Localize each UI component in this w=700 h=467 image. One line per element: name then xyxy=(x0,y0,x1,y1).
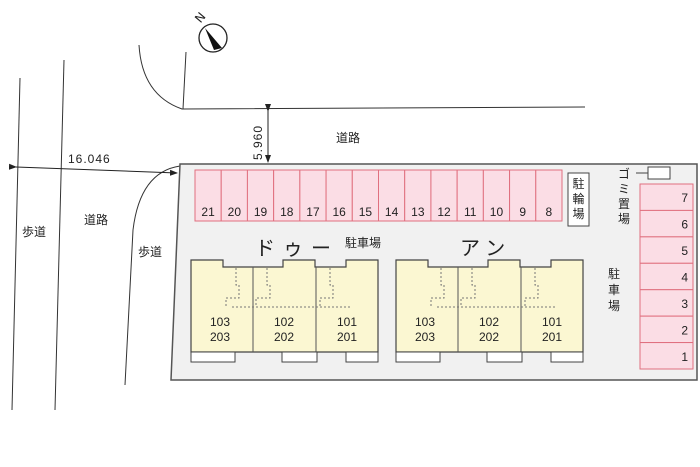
unit-number-ground: 102 xyxy=(479,315,499,329)
parking-space-7 xyxy=(639,183,694,211)
parking-space-14 xyxy=(378,169,406,222)
parking-space-5 xyxy=(639,236,694,264)
parking-space-number: 2 xyxy=(681,323,688,337)
entrance-porch xyxy=(281,351,318,363)
dimension-arrow-left xyxy=(8,163,178,176)
right-sidewalk-label: 歩道 xyxy=(138,244,162,259)
unit-number-ground: 101 xyxy=(337,315,357,329)
parking-space-number: 4 xyxy=(681,271,688,285)
right-parking-label: 駐車場 xyxy=(608,266,620,313)
unit-number-upper: 202 xyxy=(479,330,499,344)
parking-space-13 xyxy=(404,169,432,222)
parking-space-number: 10 xyxy=(490,205,504,219)
parking-space-19 xyxy=(246,169,275,222)
parking-space-number: 14 xyxy=(385,205,399,219)
garbage-label-char: 置 xyxy=(618,197,630,211)
bicycle-parking-label: 駐輪場 xyxy=(572,176,584,221)
parking-space-number: 11 xyxy=(464,205,477,219)
entrance-porch xyxy=(486,351,523,363)
unit-number-ground: 102 xyxy=(274,315,294,329)
bicycle-parking xyxy=(567,172,590,227)
parking-space-10 xyxy=(482,169,511,222)
unit-number-ground: 103 xyxy=(415,315,435,329)
parking-space-number: 17 xyxy=(306,205,320,219)
parking-space-number: 3 xyxy=(681,297,688,311)
parking-space-number: 20 xyxy=(228,205,242,219)
unit-number-upper: 203 xyxy=(415,330,435,344)
parking-space-number: 1 xyxy=(681,350,688,364)
north-compass-icon: N xyxy=(192,10,228,53)
building-name: ドゥー xyxy=(255,236,339,260)
unit-number-ground: 101 xyxy=(542,315,562,329)
bicycle-label-char: 駐 xyxy=(572,176,584,191)
unit-number-upper: 201 xyxy=(542,330,562,344)
left-road-label: 道路 xyxy=(84,212,108,227)
parking-space-number: 9 xyxy=(519,205,526,219)
entrance-porch xyxy=(395,351,441,363)
compass-north-label: N xyxy=(192,10,208,26)
right-parking-area: 7 6 5 4 3 2 1 xyxy=(639,183,694,370)
unit-number-ground: 103 xyxy=(210,315,230,329)
parking-space-number: 13 xyxy=(411,205,425,219)
parking-space-4 xyxy=(639,262,694,291)
parking-space-number: 8 xyxy=(546,205,553,219)
parking-space-number: 19 xyxy=(254,205,268,219)
right-parking-label-char: 車 xyxy=(608,283,620,297)
parking-space-number: 21 xyxy=(201,205,215,219)
parking-space-number: 12 xyxy=(437,205,451,219)
bicycle-label-char: 輪 xyxy=(572,191,584,206)
entrance-porch xyxy=(345,351,379,363)
top-parking-area: 21 20 19 18 17 16 15 14 13 12 11 10 9 8 xyxy=(194,169,563,222)
left-sidewalk-label: 歩道 xyxy=(22,224,46,239)
parking-space-number: 5 xyxy=(681,244,688,258)
dimension-left-road: 16.046 xyxy=(68,152,111,166)
parking-space-11 xyxy=(456,169,484,222)
building-name: アン xyxy=(460,236,511,260)
unit-number-upper: 203 xyxy=(210,330,230,344)
parking-space-number: 18 xyxy=(280,205,294,219)
parking-space-8 xyxy=(535,169,563,222)
parking-label: 駐車場 xyxy=(345,235,381,250)
garbage-label-char: ミ xyxy=(618,182,630,196)
top-road-label: 道路 xyxy=(336,130,360,145)
garbage-label-char: ゴ xyxy=(618,166,630,181)
parking-space-number: 6 xyxy=(681,218,688,232)
parking-space-1 xyxy=(639,342,694,370)
dimension-top-road: 5.960 xyxy=(251,125,265,160)
right-parking-label-char: 駐 xyxy=(608,266,620,281)
unit-number-upper: 202 xyxy=(274,330,294,344)
parking-space-15 xyxy=(351,169,379,222)
parking-space-number: 7 xyxy=(681,191,688,205)
parking-space-12 xyxy=(430,169,458,222)
garbage-box xyxy=(647,166,671,180)
unit-number-upper: 201 xyxy=(337,330,357,344)
parking-space-6 xyxy=(639,209,694,238)
right-parking-label-char: 場 xyxy=(608,299,620,313)
parking-space-16 xyxy=(325,169,353,222)
entrance-porch xyxy=(190,351,236,363)
entrance-porch xyxy=(550,351,584,363)
parking-space-9 xyxy=(509,169,537,222)
parking-space-number: 15 xyxy=(359,205,373,219)
garbage-label-char: 場 xyxy=(618,212,630,226)
buildings: ドゥー103203102202101201アン10320310220210120… xyxy=(190,236,584,363)
parking-space-18 xyxy=(273,169,301,222)
parking-space-20 xyxy=(220,169,248,222)
parking-space-number: 16 xyxy=(332,205,346,219)
parking-space-21 xyxy=(194,169,222,222)
bicycle-label-char: 場 xyxy=(572,207,584,221)
